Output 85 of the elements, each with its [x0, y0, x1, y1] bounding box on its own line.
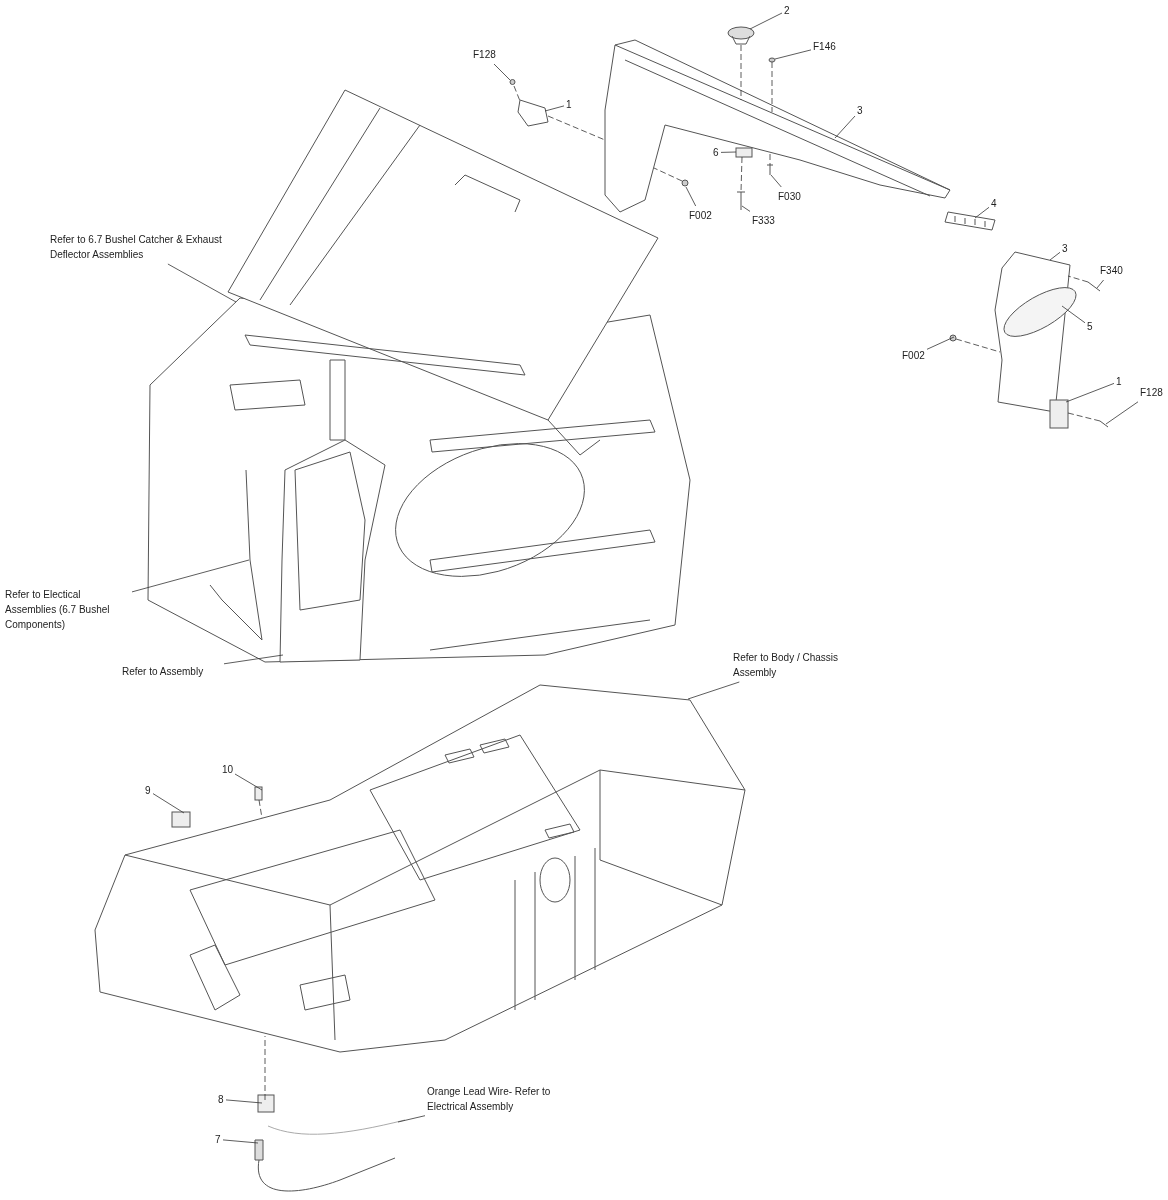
- reference-note: Refer to 6.7 Bushel Catcher & Exhaust Deflector Assemblies: [50, 232, 225, 262]
- leader-line: [223, 654, 284, 665]
- part-number: F340: [1100, 263, 1123, 278]
- plate-drawing: [735, 147, 753, 158]
- part-number: F002: [902, 348, 925, 363]
- part-number: F128: [473, 47, 496, 62]
- alignment-line: [955, 338, 1001, 353]
- wire-drawing: [267, 1119, 406, 1135]
- alignment-line: [264, 1035, 266, 1101]
- callout-number: 5: [1087, 319, 1093, 334]
- callout-number: 2: [784, 3, 790, 18]
- bracket-drawing: [517, 99, 549, 127]
- chassis-drawing: [94, 684, 746, 1053]
- alignment-line: [740, 44, 742, 101]
- leader-line: [834, 115, 856, 139]
- screw-drawing: [766, 164, 774, 176]
- alignment-line: [653, 167, 683, 182]
- part-number: F146: [813, 39, 836, 54]
- leader-line: [774, 49, 812, 60]
- leader-line: [1065, 383, 1115, 403]
- callout-number: 7: [215, 1132, 221, 1147]
- leader-line: [234, 773, 263, 791]
- leader-line: [544, 105, 565, 112]
- leader-line: [741, 205, 751, 212]
- callout-number: 1: [1116, 374, 1122, 389]
- leader-line: [749, 12, 783, 30]
- leader-line: [770, 174, 782, 188]
- leader-line: [1105, 401, 1139, 425]
- leader-line: [1049, 251, 1061, 261]
- leader-line: [397, 1115, 426, 1123]
- leader-line: [131, 559, 250, 593]
- callout-number: 8: [218, 1092, 224, 1107]
- wiring-drawing: [209, 469, 263, 641]
- part-number: F333: [752, 213, 775, 228]
- nut-drawing: [768, 57, 776, 63]
- leader-line: [222, 1139, 259, 1144]
- leader-line: [493, 63, 511, 81]
- callout-number: 3: [857, 103, 863, 118]
- switch-drawing: [257, 1094, 275, 1113]
- bracket-drawing: [1049, 399, 1069, 429]
- leader-line: [152, 793, 185, 814]
- alignment-line: [547, 115, 606, 141]
- reference-note: Refer to Assembly: [122, 664, 222, 679]
- connector-drawing: [254, 786, 263, 801]
- harness-drawing: [254, 1139, 396, 1192]
- screw-drawing: [1099, 420, 1109, 428]
- grommet-drawing: [727, 26, 755, 45]
- callout-number: 4: [991, 196, 997, 211]
- callout-number: 9: [145, 783, 151, 798]
- leader-line: [225, 1099, 263, 1104]
- leader-line: [1096, 279, 1104, 289]
- reference-note: Orange Lead Wire- Refer to Electrical Assembly: [427, 1084, 567, 1114]
- leader-line: [1061, 305, 1086, 324]
- nut-drawing: [509, 79, 516, 85]
- leader-line: [167, 263, 237, 303]
- callout-number: 10: [222, 762, 234, 777]
- alignment-line: [1067, 275, 1089, 283]
- alignment-line: [513, 85, 521, 102]
- leader-line: [974, 206, 990, 219]
- alignment-line: [740, 156, 743, 193]
- nut-drawing: [681, 179, 689, 187]
- deflector-drawing: [604, 39, 951, 213]
- part-number: F128: [1140, 385, 1163, 400]
- reference-note: Refer to Body / Chassis Assembly: [733, 650, 848, 680]
- chute-drawing: [279, 439, 386, 663]
- callout-number: 1: [566, 97, 572, 112]
- deflector-drawing: [994, 251, 1077, 413]
- alignment-line: [771, 61, 773, 113]
- callout-number: 3: [1062, 241, 1068, 256]
- decal-drawing: [171, 811, 191, 828]
- alignment-line: [769, 153, 771, 166]
- reference-note: Refer to Electical Assemblies (6.7 Bushel Components): [5, 587, 130, 632]
- leader-line: [685, 186, 697, 207]
- screw-drawing: [1087, 281, 1101, 292]
- screw-drawing: [736, 191, 746, 211]
- part-number: F002: [689, 208, 712, 223]
- nut-drawing: [949, 334, 957, 342]
- part-number: F030: [778, 189, 801, 204]
- leader-line: [926, 336, 955, 350]
- decal-drawing: [1003, 287, 1077, 337]
- leader-line: [720, 151, 737, 153]
- alignment-line: [1067, 412, 1101, 422]
- callout-number: 6: [713, 145, 719, 160]
- leader-line: [687, 681, 740, 700]
- hinge-drawing: [944, 211, 996, 231]
